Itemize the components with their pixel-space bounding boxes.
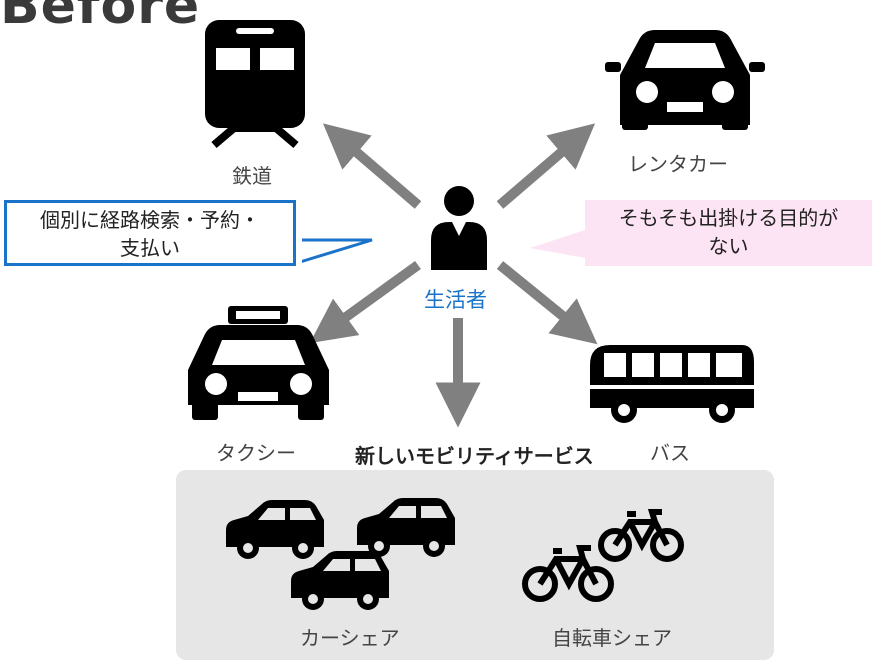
right-callout: そもそも出掛ける目的が ない: [585, 200, 872, 266]
arrow-to-rental-car: [496, 123, 596, 209]
arrow-to-rail: [322, 123, 422, 209]
car-icon: [357, 498, 455, 557]
arrow-to-taxi: [309, 260, 421, 344]
right-callout-line2: ない: [708, 234, 749, 258]
left-callout: 個別に経路検索・予約・ 支払い: [4, 200, 296, 266]
left-callout-line1: 個別に経路検索・予約・: [40, 208, 260, 232]
arrows: [309, 123, 598, 428]
car-icon: [226, 500, 324, 559]
bus-icon: [590, 345, 754, 423]
right-callout-line1: そもそも出掛ける目的が: [618, 206, 839, 230]
rail-label: 鉄道: [232, 164, 272, 188]
new-services-label: 新しいモビリティサービス: [355, 444, 594, 468]
car-icon: [291, 551, 389, 610]
car-share-label: カーシェア: [300, 626, 400, 650]
car-share-icon: [226, 498, 455, 610]
bicycle-icon: [522, 545, 614, 602]
slide-title: Before: [0, 0, 201, 36]
person-icon: [431, 186, 487, 270]
arrow-to-bus: [496, 261, 598, 345]
train-icon: [205, 20, 305, 149]
taxi-icon: [188, 306, 329, 420]
bus-label: バス: [650, 441, 690, 465]
left-callout-line2: 支払い: [120, 236, 180, 260]
bicycle-icon: [598, 509, 684, 562]
bike-share-icon: [522, 509, 684, 602]
rental-car-label: レンタカー: [628, 152, 728, 176]
right-callout-tail: [530, 230, 585, 258]
left-callout-tail: [296, 238, 373, 264]
center-label: 生活者: [424, 288, 487, 312]
taxi-label: タクシー: [216, 441, 296, 465]
car-icon: [605, 30, 765, 130]
bike-share-label: 自転車シェア: [552, 626, 672, 650]
